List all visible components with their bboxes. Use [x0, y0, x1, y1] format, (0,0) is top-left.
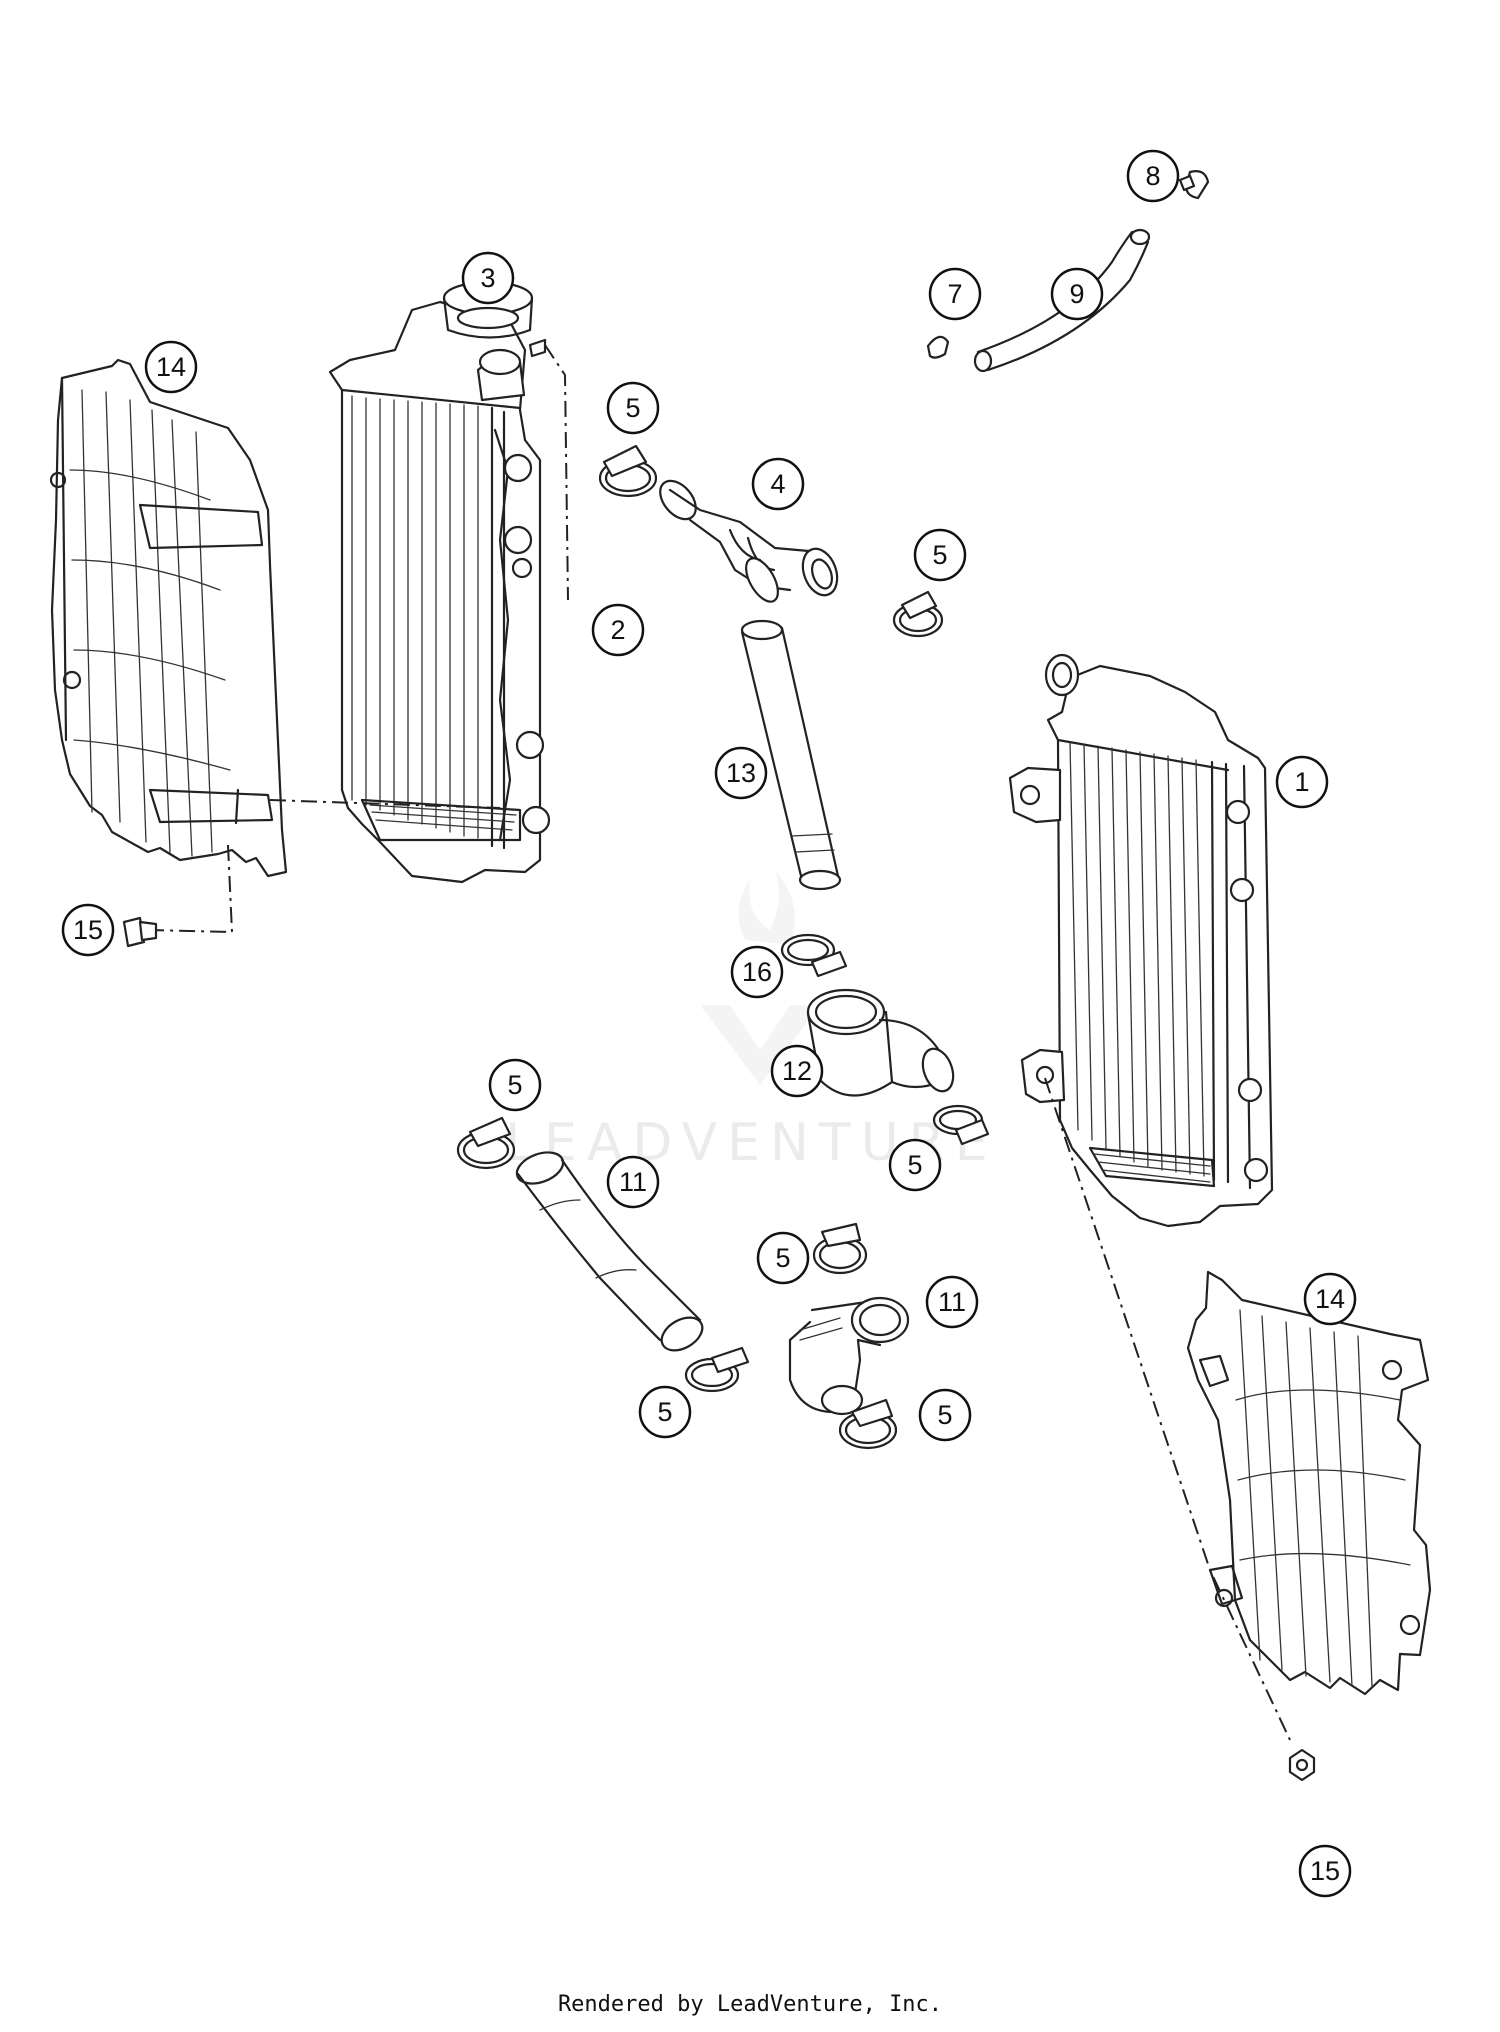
callout-label: 9 — [1069, 279, 1084, 309]
callout-11: 11 — [925, 1275, 979, 1329]
callout-13: 13 — [714, 746, 768, 800]
callout-5: 5 — [756, 1231, 810, 1285]
callout-label: 5 — [507, 1070, 522, 1100]
callout-3: 3 — [461, 251, 515, 305]
callout-5: 5 — [606, 381, 660, 435]
callout-label: 5 — [907, 1150, 922, 1180]
callout-label: 11 — [619, 1167, 647, 1197]
callout-label: 4 — [770, 469, 785, 499]
callout-label: 8 — [1145, 161, 1160, 191]
callout-8: 8 — [1126, 149, 1180, 203]
footer-credit: Rendered by LeadVenture, Inc. — [557, 1992, 943, 2017]
callout-16: 16 — [730, 945, 784, 999]
callout-4: 4 — [751, 457, 805, 511]
callout-15: 15 — [1298, 1844, 1352, 1898]
callout-label: 12 — [782, 1056, 812, 1086]
hose-clamp — [838, 1398, 898, 1450]
left-radiator — [328, 280, 551, 884]
hose-clamp — [456, 1116, 516, 1170]
callout-label: 14 — [1315, 1284, 1345, 1314]
callout-15: 15 — [61, 903, 115, 957]
callout-label: 15 — [73, 915, 103, 945]
hose-clamp — [598, 444, 658, 498]
callout-label: 5 — [775, 1243, 790, 1273]
pipe-13 — [740, 619, 842, 891]
callout-5: 5 — [488, 1058, 542, 1112]
callout-label: 5 — [625, 393, 640, 423]
hose-clamp — [812, 1222, 868, 1275]
callout-label: 1 — [1294, 767, 1309, 797]
callout-label: 7 — [947, 279, 962, 309]
callout-1: 1 — [1275, 755, 1329, 809]
callout-14: 14 — [144, 340, 198, 394]
callout-label: 5 — [932, 540, 947, 570]
bolt-left — [122, 916, 158, 948]
callout-5: 5 — [888, 1138, 942, 1192]
callout-label: 11 — [938, 1287, 966, 1317]
left-radiator-shroud — [49, 358, 288, 878]
hose-4 — [659, 479, 839, 603]
callout-7: 7 — [928, 267, 982, 321]
callout-11: 11 — [606, 1155, 660, 1209]
nut-right — [1288, 1748, 1316, 1782]
hose-11-right — [788, 1296, 910, 1416]
callout-14: 14 — [1303, 1272, 1357, 1326]
callout-label: 14 — [156, 352, 186, 382]
hose-11-left — [515, 1151, 704, 1352]
callout-label: 2 — [610, 615, 625, 645]
hose-clamp — [684, 1346, 750, 1393]
overflow-hose — [926, 170, 1210, 373]
callout-2: 2 — [591, 603, 645, 657]
hose-clamp — [932, 1104, 990, 1146]
hose-12 — [806, 988, 955, 1097]
callout-5: 5 — [918, 1388, 972, 1442]
callout-12: 12 — [770, 1044, 824, 1098]
callout-label: 16 — [742, 957, 772, 987]
callout-label: 13 — [726, 758, 756, 788]
callout-label: 5 — [657, 1397, 672, 1427]
callout-label: 15 — [1310, 1856, 1340, 1886]
right-radiator — [1008, 653, 1274, 1228]
callout-label: 3 — [480, 263, 495, 293]
right-radiator-shroud — [1186, 1270, 1432, 1696]
callout-label: 5 — [937, 1400, 952, 1430]
callout-5: 5 — [913, 528, 967, 582]
callout-9: 9 — [1050, 267, 1104, 321]
hose-clamp — [892, 590, 944, 638]
clamp-16 — [780, 933, 848, 978]
watermark: LEADVENTURE — [505, 870, 988, 1173]
callout-5: 5 — [638, 1385, 692, 1439]
